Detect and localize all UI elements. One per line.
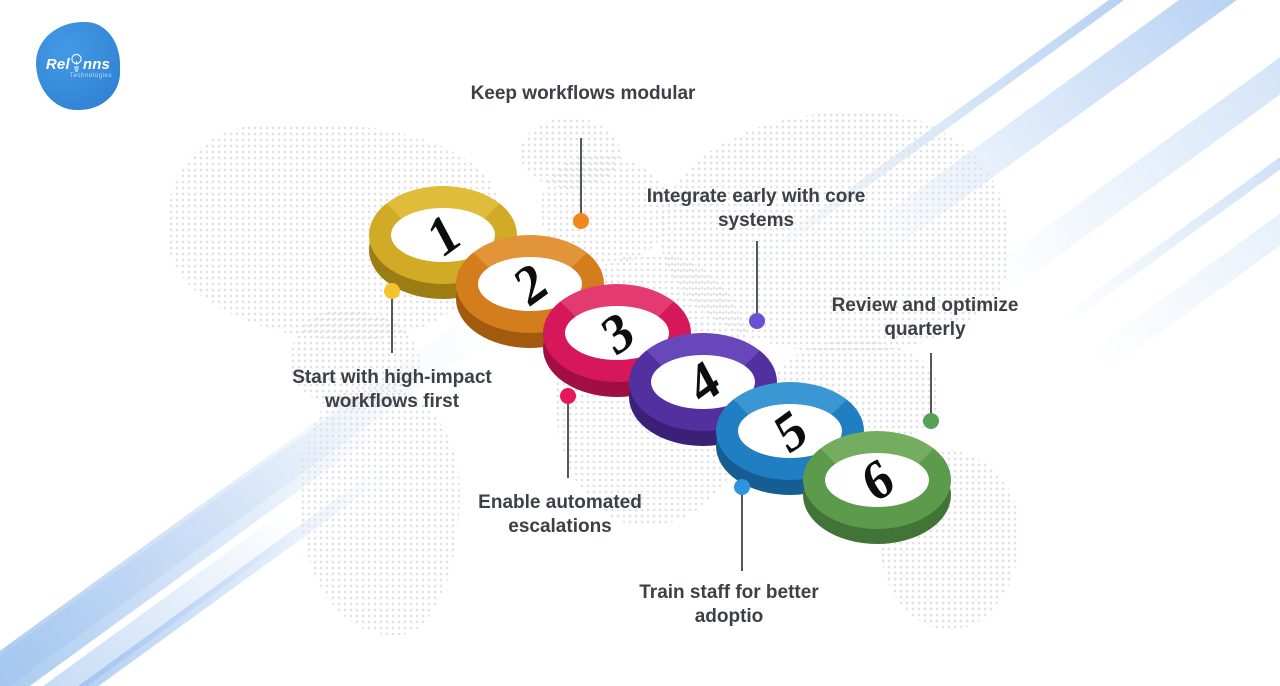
step-number: 6 [851,445,903,515]
callout-label-review-optimize: Review and optimize quarterly [765,294,1085,342]
callout-label-enable-escalations: Enable automated escalations [400,491,720,539]
callout-line-1: Enable automated [478,492,642,513]
callout-line-1: Integrate early with core [646,186,866,207]
callout-line-1: Start with high-impact [292,367,492,388]
callout-dot-purple [749,313,765,329]
callout-label-integrate-early: Integrate early with core systems [596,185,916,233]
relinns-logo: Rel nns Technologies [36,22,120,110]
logo-text-nns: nns [82,56,111,73]
ring-face: 4 [629,333,777,431]
logo-text-rel: Rel [45,56,70,73]
callout-dot-yellow [384,283,400,299]
callout-dot-orange [573,213,589,229]
callout-line-2: escalations [508,516,612,537]
step-ring-4: 4 [629,333,777,446]
callout-line-2: workflows first [324,391,460,412]
callout-connector [741,495,743,571]
world-map-asia [660,112,1010,352]
ring-face: 6 [803,431,951,529]
callout-connector [756,241,758,313]
callout-connector [567,404,569,478]
callout-dot-crimson [560,388,576,404]
callout-line-2: systems [717,210,795,231]
callout-label-train-staff: Train staff for better adoptio [569,581,889,629]
callout-dot-green [923,413,939,429]
callout-label-keep-workflows: Keep workflows modular [423,82,743,106]
callout-connector [930,353,932,413]
callout-line-2: quarterly [884,319,966,340]
callout-line-1: Keep workflows modular [470,83,696,104]
callout-line-2: adoptio [694,606,764,627]
lightbulb-icon [71,53,82,72]
logo-tagline: Technologies [69,73,113,79]
callout-connector [391,299,393,353]
callout-label-start-high-impact: Start with high-impact workflows first [232,366,552,414]
world-map-south-america [300,385,460,635]
callout-line-1: Train staff for better [639,582,819,603]
logo-wordmark: Rel nns [46,53,110,72]
callout-line-1: Review and optimize [831,295,1019,316]
step-ring-6: 6 [803,431,951,544]
callout-connector [580,138,582,213]
callout-dot-blue [734,479,750,495]
